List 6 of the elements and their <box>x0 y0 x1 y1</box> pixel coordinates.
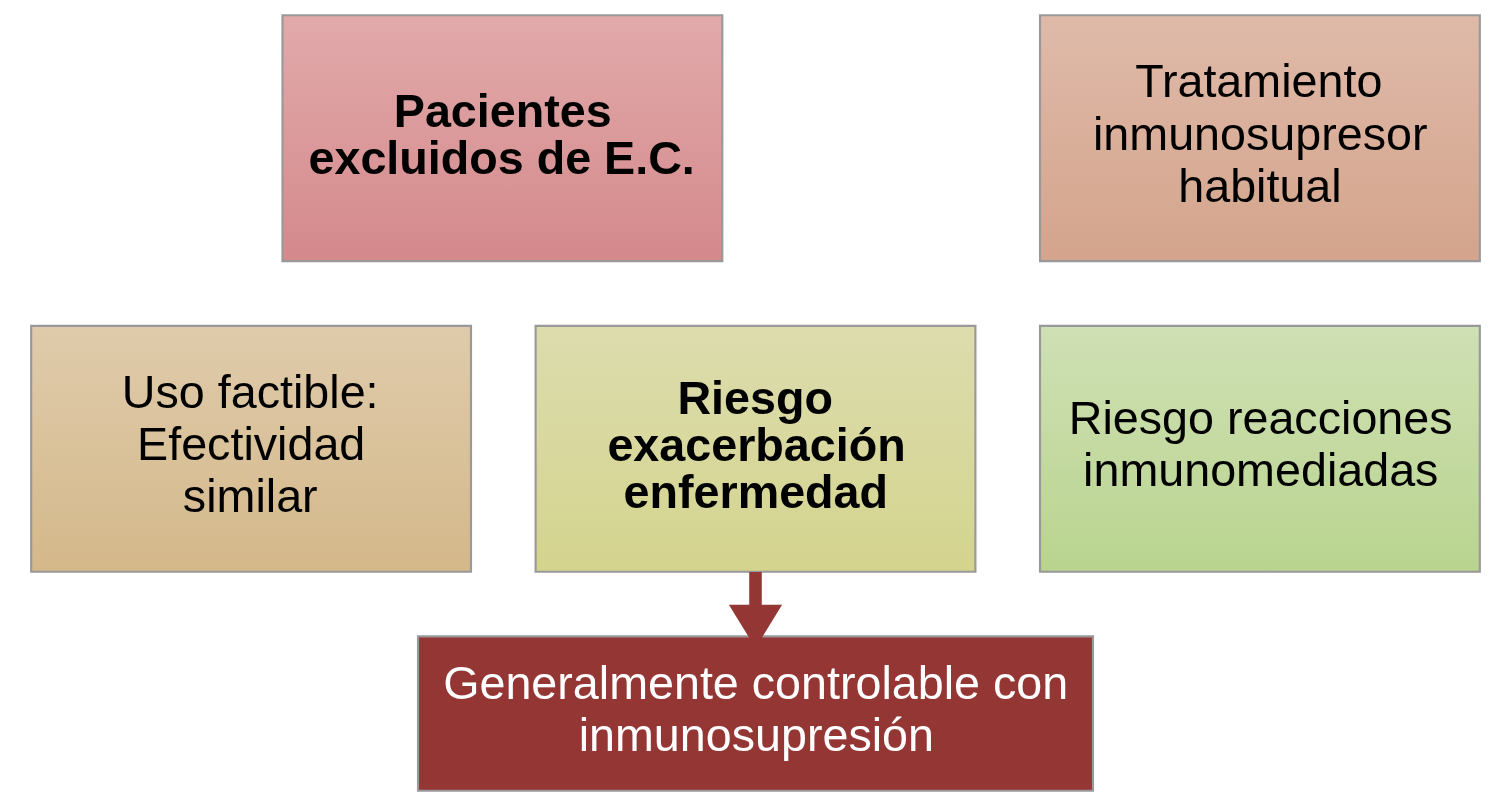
node-box: Tratamiento inmunosupresor habitual <box>1038 14 1481 263</box>
node-box: Pacientes excluidos de E.C. <box>280 14 723 263</box>
node-box: Generalmente controlable con inmunosupresión <box>416 635 1094 792</box>
node-box: Riesgo reacciones inmunomediadas <box>1038 324 1481 573</box>
node-box: Riesgo exacerbación enfermedad <box>534 324 976 573</box>
node-box: Uso factible: Efectividad similar <box>29 324 472 573</box>
